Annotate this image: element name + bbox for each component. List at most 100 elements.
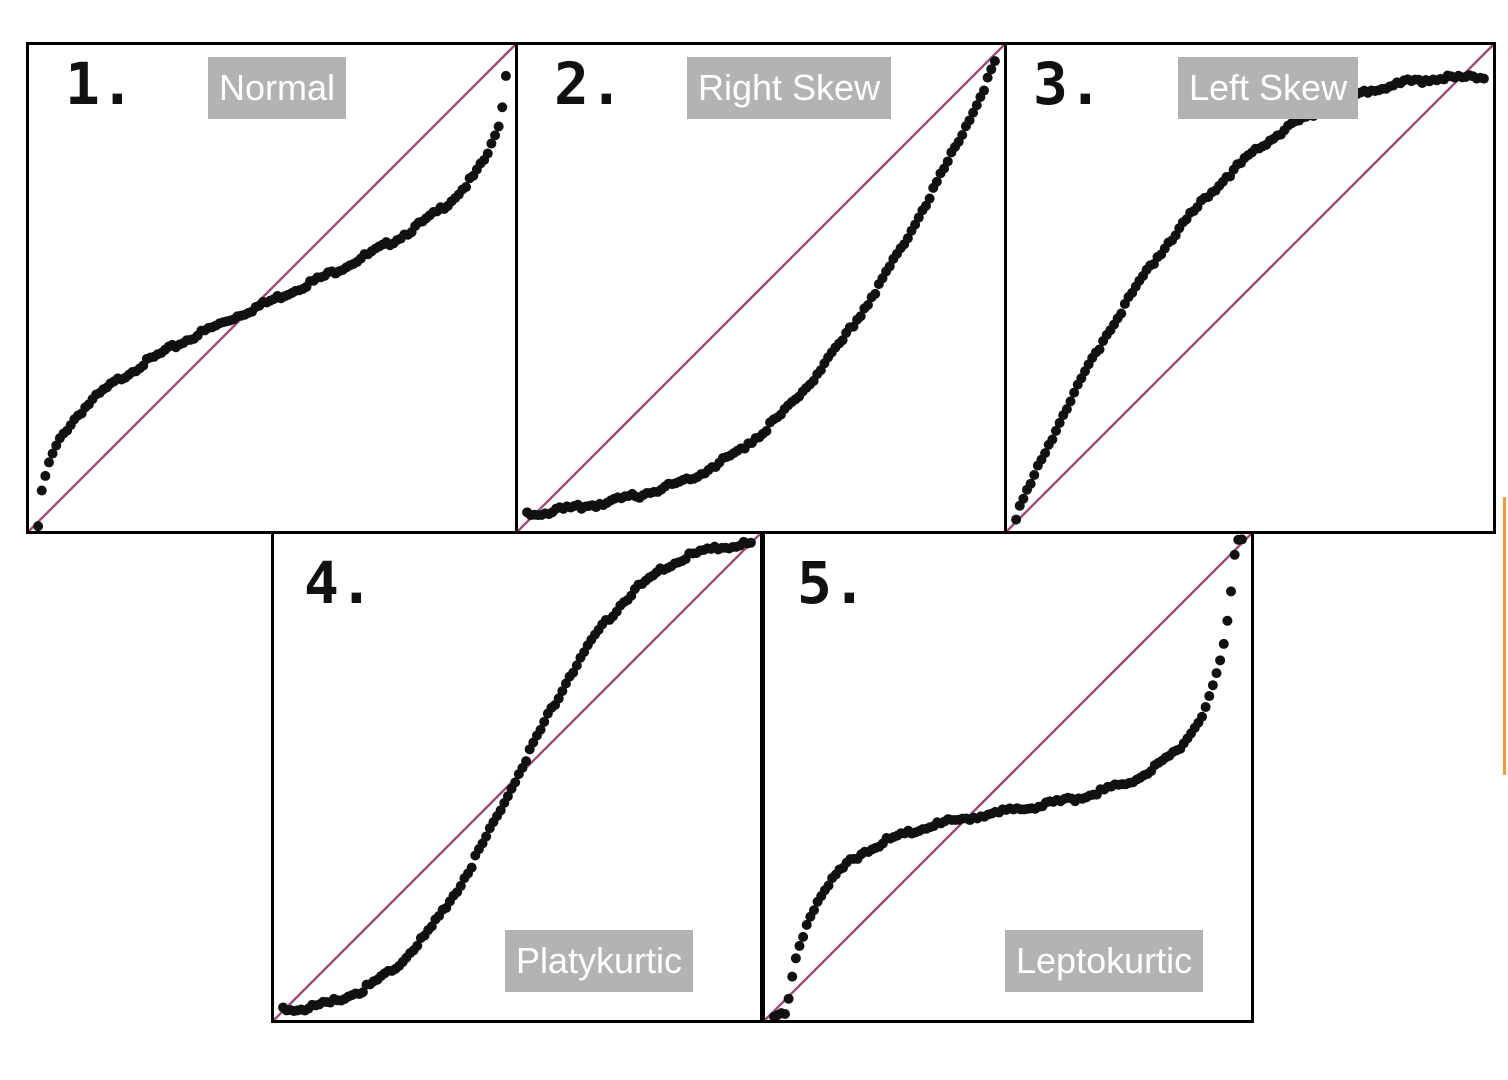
- data-point: [535, 724, 546, 735]
- qq-plot-leptokurtic: 5. Leptokurtic: [762, 531, 1254, 1023]
- plot-area: [29, 45, 515, 531]
- data-point: [971, 100, 982, 111]
- panel-number: 5.: [797, 549, 867, 617]
- data-point: [902, 233, 913, 244]
- qq-plot-right-skew: 2. Right Skew: [515, 42, 1007, 534]
- data-point: [557, 686, 568, 697]
- data-point: [455, 880, 466, 891]
- data-point: [798, 931, 809, 942]
- panel-title: Left Skew: [1178, 57, 1359, 119]
- data-point: [502, 791, 513, 802]
- accent-bar: [1503, 497, 1506, 775]
- panel-title: Platykurtic: [505, 930, 694, 992]
- data-point: [571, 660, 582, 671]
- data-point: [1478, 73, 1489, 84]
- data-point: [1226, 586, 1237, 597]
- data-point: [1200, 702, 1211, 713]
- data-point: [1040, 448, 1051, 459]
- data-point: [521, 756, 532, 767]
- data-point: [790, 953, 801, 964]
- data-point: [1011, 514, 1022, 525]
- plot-area: [518, 45, 1004, 531]
- data-point: [1211, 668, 1222, 679]
- data-point: [412, 940, 423, 951]
- data-point: [862, 299, 873, 310]
- data-point: [495, 805, 506, 816]
- plot-area: [274, 534, 760, 1020]
- data-point: [1236, 534, 1247, 545]
- data-point: [539, 716, 550, 727]
- data-point: [968, 107, 979, 118]
- panel-title: Normal: [208, 57, 347, 119]
- data-point: [1116, 308, 1127, 319]
- panel-number: 1.: [65, 50, 135, 118]
- panel-title: Leptokurtic: [1005, 930, 1204, 992]
- data-point: [486, 138, 497, 149]
- data-point: [964, 115, 975, 126]
- data-point: [1047, 434, 1058, 445]
- data-point: [1197, 711, 1208, 722]
- data-point: [466, 862, 477, 873]
- data-point: [924, 193, 935, 204]
- data-point: [986, 64, 997, 75]
- data-point: [357, 987, 368, 998]
- qq-plot-platykurtic: 4. Platykurtic: [271, 531, 763, 1023]
- data-point: [1029, 470, 1040, 481]
- data-point: [1025, 478, 1036, 489]
- data-point: [1207, 680, 1218, 691]
- data-point: [40, 470, 51, 481]
- panel-number: 2.: [554, 50, 624, 118]
- data-point: [36, 485, 47, 496]
- data-point: [855, 311, 866, 322]
- data-point: [1050, 425, 1061, 436]
- data-point: [461, 182, 472, 193]
- data-point: [779, 1008, 790, 1019]
- data-point: [884, 261, 895, 272]
- qq-plot-normal: 1. Normal: [26, 42, 518, 534]
- reference-line: [765, 534, 1251, 1020]
- data-point: [1218, 638, 1229, 649]
- data-point: [481, 831, 492, 842]
- data-point: [957, 129, 968, 140]
- plot-area: [765, 534, 1251, 1020]
- data-point: [1094, 344, 1105, 355]
- data-point: [823, 880, 834, 891]
- data-point: [1229, 549, 1240, 560]
- panel-number: 4.: [304, 549, 374, 617]
- data-point: [1054, 417, 1065, 428]
- reference-line: [518, 45, 1004, 531]
- data-point: [808, 905, 819, 916]
- data-point: [794, 940, 805, 951]
- data-point: [783, 993, 794, 1004]
- data-point: [761, 426, 772, 437]
- data-point: [493, 121, 504, 132]
- data-point: [979, 85, 990, 96]
- data-point: [1018, 493, 1029, 504]
- data-point: [1061, 404, 1072, 415]
- qq-plot-left-skew: 3. Left Skew: [1004, 42, 1496, 534]
- reference-line: [29, 45, 515, 531]
- data-point: [931, 176, 942, 187]
- data-point: [510, 777, 521, 788]
- data-point: [1204, 691, 1215, 702]
- data-point: [47, 448, 58, 459]
- data-point: [942, 156, 953, 167]
- data-point: [1215, 655, 1226, 666]
- data-point: [43, 457, 54, 468]
- panel-title: Right Skew: [687, 57, 892, 119]
- data-point: [1222, 615, 1233, 626]
- data-point: [982, 72, 993, 83]
- data-point: [801, 919, 812, 930]
- data-point: [1065, 396, 1076, 407]
- data-point: [490, 130, 501, 141]
- data-point: [1069, 387, 1080, 398]
- data-point: [745, 537, 756, 548]
- panel-number: 3.: [1033, 50, 1103, 118]
- data-point: [787, 971, 798, 982]
- data-point: [482, 148, 493, 159]
- data-point: [33, 521, 44, 531]
- data-point: [837, 335, 848, 346]
- data-point: [500, 70, 511, 81]
- data-point: [497, 102, 508, 113]
- reference-line: [1007, 45, 1493, 531]
